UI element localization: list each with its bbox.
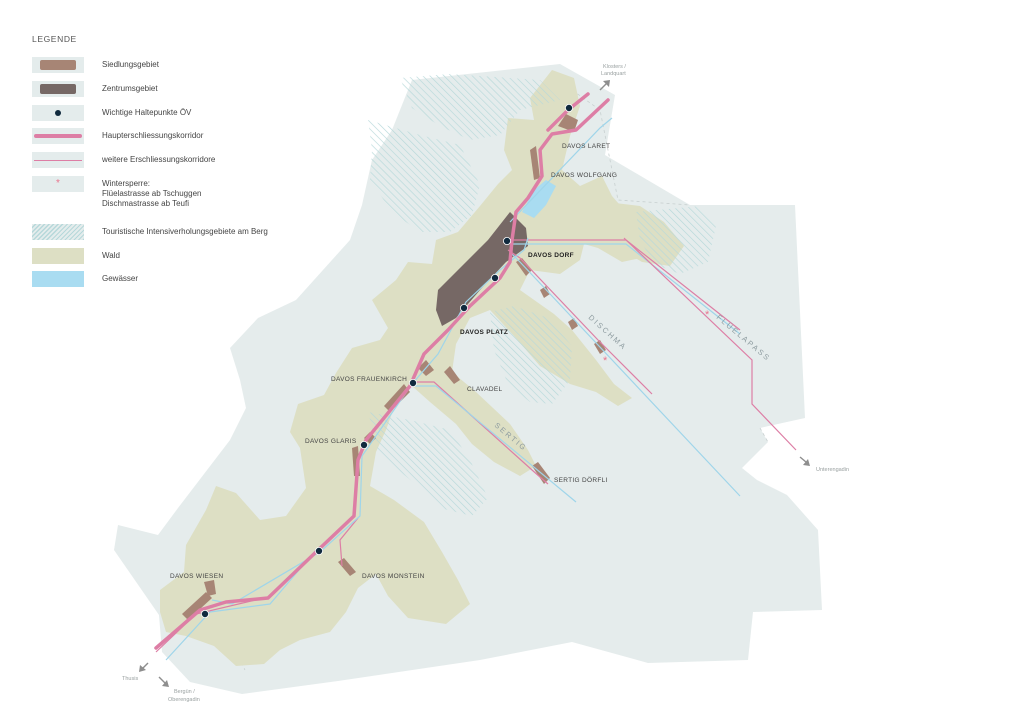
winter-closure-line: Dischmastrasse ab Teufi [102,199,189,208]
stop-mid [490,273,499,282]
main-corridor-swatch [32,128,84,144]
legend-label: Wintersperre: Flüelastrasse ab Tschuggen… [102,176,201,209]
label-sertig-doerfli: SERTIG DÖRFLI [554,476,608,484]
legend-label: Wichtige Haltepunkte ÖV [102,108,192,117]
legend-item-center: Zentrumsgebiet [32,81,158,99]
legend-item-water: Gewässer [32,271,138,289]
label-frauenkirch: DAVOS FRAUENKIRCH [331,376,407,383]
legend-title: LEGENDE [32,34,77,44]
dest-berguen-line: Oberengadin [168,697,200,703]
arrow-berguen [158,676,169,687]
label-glaris: DAVOS GLARIS [305,438,357,445]
arrow-thusis [139,662,149,672]
dest-klosters-line: Landquart [601,71,626,77]
label-clavadel: CLAVADEL [467,386,502,393]
label-wiesen: DAVOS WIESEN [170,573,223,580]
label-platz: DAVOS PLATZ [460,329,508,336]
label-wolfgang: DAVOS WOLFGANG [551,172,617,179]
legend-item-settlement: Siedlungsgebiet [32,57,159,75]
winter-closure-marks: * * [603,309,710,367]
label-laret: DAVOS LARET [562,143,610,150]
legend-label: Haupterschliessungskorridor [102,131,204,140]
transit-stops [200,104,574,619]
arrow-unterengadin [799,456,810,466]
legend-item-minor-corridor: weitere Erschliessungskorridore [32,152,215,170]
stop-monstein-junction [314,547,323,556]
dest-berguen-line: Bergün / [174,689,195,695]
water-swatch [32,271,84,287]
settlement-swatch [32,57,84,73]
forest-swatch [32,248,84,264]
minor-corridor-swatch [32,152,84,168]
legend-item-recreation: Touristische Intensiverholungsgebiete am… [32,224,268,242]
stop-frauenkirch [408,378,417,387]
legend-item-forest: Wald [32,248,120,266]
stop-laret [565,104,574,113]
lake-davos [522,180,556,218]
stop-swatch [32,105,84,121]
legend-label: Zentrumsgebiet [102,84,158,93]
stop-dorf [502,236,511,245]
winter-closure-swatch: * [32,176,84,192]
dest-thusis: Thusis [122,676,138,682]
legend-label: Touristische Intensiverholungsgebiete am… [102,227,268,236]
winter-closure-dischma: * [603,355,608,367]
stop-glaris [359,440,368,449]
legend-item-winter-closure: * Wintersperre: Flüelastrasse ab Tschugg… [32,176,201,216]
recreation-areas [368,74,716,516]
arrow-klosters [599,80,610,91]
legend-item-main-corridor: Haupterschliessungskorridor [32,128,203,146]
legend-item-stops: Wichtige Haltepunkte ÖV [32,105,191,123]
legend-label: weitere Erschliessungskorridore [102,155,216,164]
destination-arrows [139,80,810,687]
main-corridor [154,98,610,650]
label-monstein: DAVOS MONSTEIN [362,573,425,580]
recreation-swatch [32,224,84,240]
stop-wiesen [200,610,209,619]
dest-klosters-line: Klosters / [603,64,626,70]
winter-closure-flueela: * [705,309,710,321]
center-swatch [32,81,84,97]
legend-label: Siedlungsgebiet [102,60,159,69]
legend-label: Wald [102,251,120,260]
label-dorf: DAVOS DORF [528,252,574,259]
winter-closure-line: Wintersperre: [102,179,151,188]
winter-closure-line: Flüelastrasse ab Tschuggen [102,189,202,198]
stop-platz [459,303,468,312]
legend-label: Gewässer [102,274,139,283]
dest-unterengadin: Unterengadin [816,467,849,473]
legend: LEGENDE Siedlungsgebiet Zentrumsgebiet W… [32,34,332,287]
